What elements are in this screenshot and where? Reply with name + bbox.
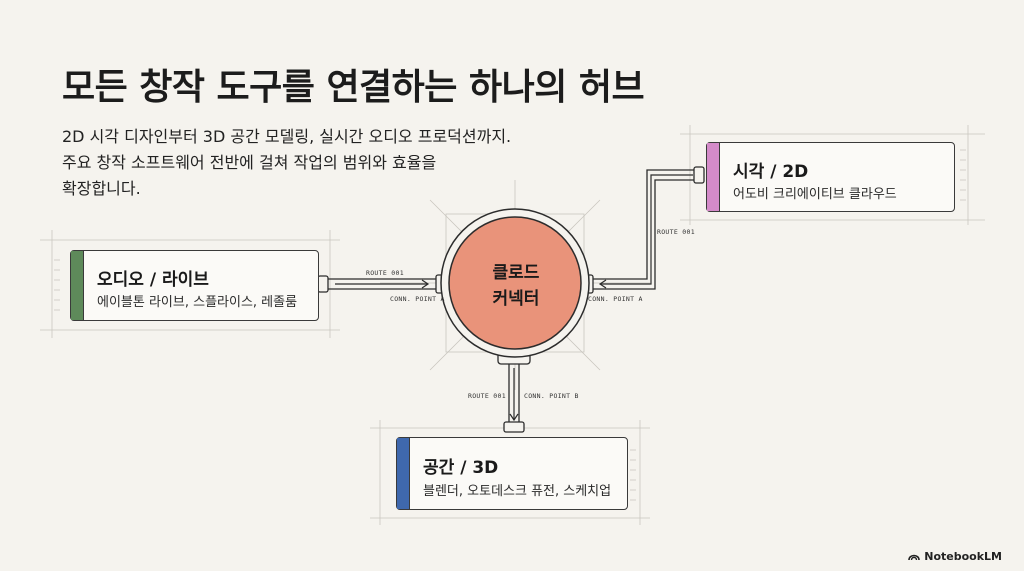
node-subtitle: 에이블톤 라이브, 스플라이스, 레졸룸 — [97, 295, 298, 310]
connector-pipes — [325, 169, 697, 428]
node-title: 시각 / 2D — [733, 162, 809, 182]
route-label-bottom: ROUTE 001 — [468, 392, 506, 400]
node-title: 오디오 / 라이브 — [97, 270, 209, 290]
node-color-bar — [71, 251, 84, 320]
route-label-right: ROUTE 001 — [657, 228, 695, 236]
node-card-spatial: 공간 / 3D 블렌더, 오토데스크 퓨전, 스케치업 — [396, 437, 628, 510]
node-color-bar — [707, 143, 720, 211]
brand-name: NotebookLM — [924, 550, 1002, 563]
node-color-bar — [397, 438, 410, 509]
subtitle-line: 주요 창작 소프트웨어 전반에 걸쳐 작업의 범위와 효율을 — [62, 153, 437, 172]
page-title: 모든 창작 도구를 연결하는 하나의 허브 — [62, 67, 645, 108]
page-subtitle: 2D 시각 디자인부터 3D 공간 모델링, 실시간 오디오 프로덕션까지. 주… — [62, 124, 562, 202]
node-title: 공간 / 3D — [423, 458, 499, 478]
subtitle-line: 2D 시각 디자인부터 3D 공간 모델링, 실시간 오디오 프로덕션까지. — [62, 127, 512, 146]
node-subtitle: 어도비 크리에이티브 클라우드 — [733, 187, 897, 202]
route-label-left: ROUTE 001 — [366, 269, 404, 277]
hub-label: 클로드 커넥터 — [446, 260, 586, 312]
arrow-icon — [335, 174, 693, 422]
conn-label-bottom: CONN. POINT B — [524, 392, 579, 400]
conn-label-right: CONN. POINT A — [588, 295, 643, 303]
node-subtitle: 블렌더, 오토데스크 퓨전, 스케치업 — [423, 484, 612, 499]
notebooklm-logo-icon — [908, 554, 921, 561]
node-card-audio: 오디오 / 라이브 에이블톤 라이브, 스플라이스, 레졸룸 — [70, 250, 319, 321]
brand-mark: NotebookLM — [908, 550, 1002, 563]
hub-label-line1: 클로드 — [492, 263, 540, 283]
hub-core — [448, 216, 582, 350]
tick-marks — [54, 149, 966, 501]
node-card-visual: 시각 / 2D 어도비 크리에이티브 클라우드 — [706, 142, 955, 212]
conn-label-left: CONN. POINT A — [390, 295, 445, 303]
hub-label-line2: 커넥터 — [492, 289, 540, 309]
subtitle-line: 확장합니다. — [62, 179, 141, 198]
